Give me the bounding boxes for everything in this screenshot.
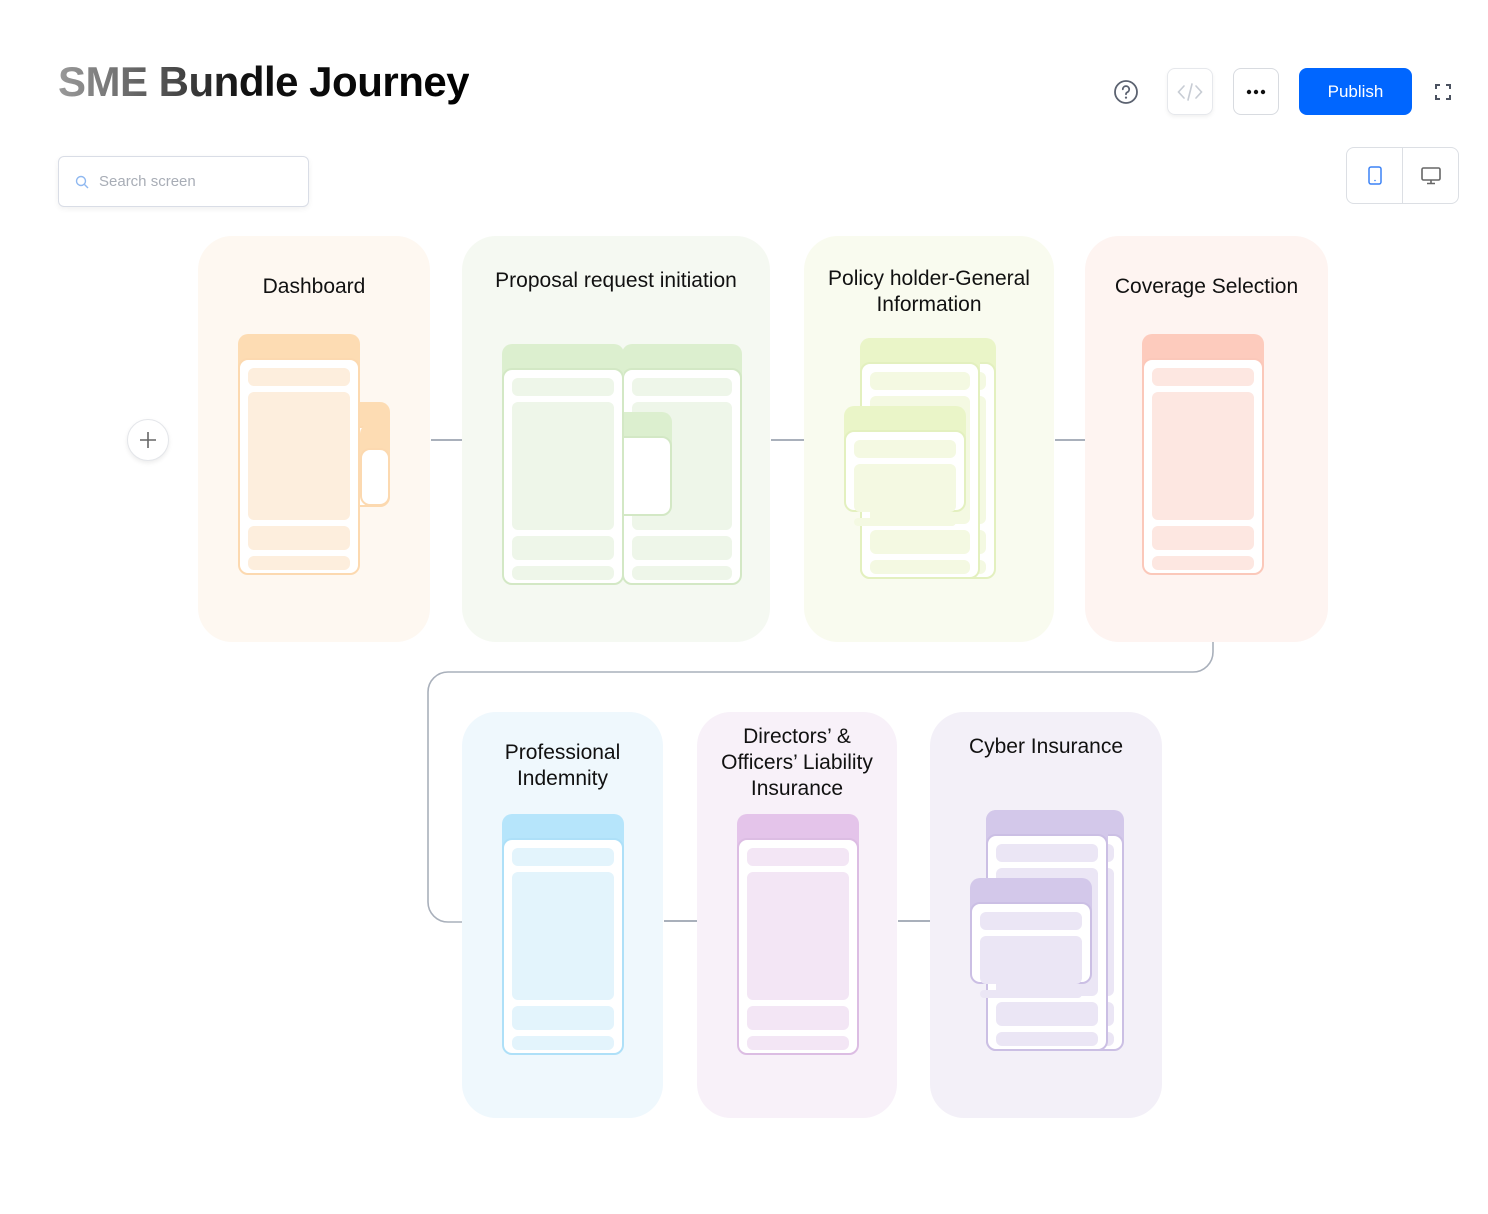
expand-icon [1435, 84, 1451, 100]
screen-card[interactable]: Policy holder-General Information [804, 236, 1054, 642]
help-button[interactable] [1112, 78, 1140, 106]
device-toggle [1346, 147, 1459, 204]
screen-card[interactable]: Coverage Selection [1085, 236, 1328, 642]
search-field[interactable] [58, 156, 309, 207]
connector [664, 920, 697, 922]
screen-card[interactable]: Proposal request initiation [462, 236, 770, 642]
screen-thumbnail [502, 814, 624, 1055]
screen-thumbnail [737, 814, 859, 1055]
screen-thumbnail [970, 878, 1092, 998]
more-icon [1246, 89, 1266, 94]
desktop-view-button[interactable] [1403, 148, 1458, 203]
tablet-icon [1367, 166, 1382, 185]
connector [1055, 439, 1085, 441]
connector [431, 439, 462, 441]
tablet-view-button[interactable] [1347, 148, 1403, 203]
publish-button[interactable]: Publish [1299, 68, 1412, 115]
screen-title: Cyber Insurance [968, 735, 1124, 758]
plus-icon [140, 432, 156, 448]
screen-thumbnail [844, 406, 966, 526]
desktop-icon [1420, 166, 1441, 184]
code-button[interactable] [1167, 68, 1213, 115]
search-input[interactable] [99, 173, 279, 190]
screen-title: Policy holder-General Information [828, 267, 1030, 316]
page-title: SME Bundle Journey [58, 58, 470, 105]
add-screen-button[interactable] [127, 419, 169, 461]
screen-thumbnail [502, 344, 624, 585]
screen-card[interactable]: Dashboard [198, 236, 430, 642]
help-icon [1114, 80, 1138, 104]
screen-title: Coverage Selection [1114, 275, 1299, 298]
more-options-button[interactable] [1233, 68, 1279, 115]
search-icon [75, 175, 89, 188]
fullscreen-button[interactable] [1430, 79, 1456, 105]
screen-title: Directors’ & Officers’ Liability Insuran… [721, 725, 873, 800]
code-icon [1177, 82, 1203, 101]
screen-title: Professional Indemnity [504, 741, 621, 790]
screen-card[interactable]: Cyber Insurance [930, 712, 1162, 1118]
screen-thumbnail [360, 424, 390, 506]
screen-card[interactable]: Directors’ & Officers’ Liability Insuran… [697, 712, 897, 1118]
screen-thumbnail [238, 334, 360, 575]
screen-title: Dashboard [262, 275, 366, 298]
connector [771, 439, 804, 441]
screen-card[interactable]: Professional Indemnity [462, 712, 663, 1118]
connector [898, 920, 930, 922]
screen-thumbnail [1142, 334, 1264, 575]
screen-title: Proposal request initiation [495, 269, 737, 292]
